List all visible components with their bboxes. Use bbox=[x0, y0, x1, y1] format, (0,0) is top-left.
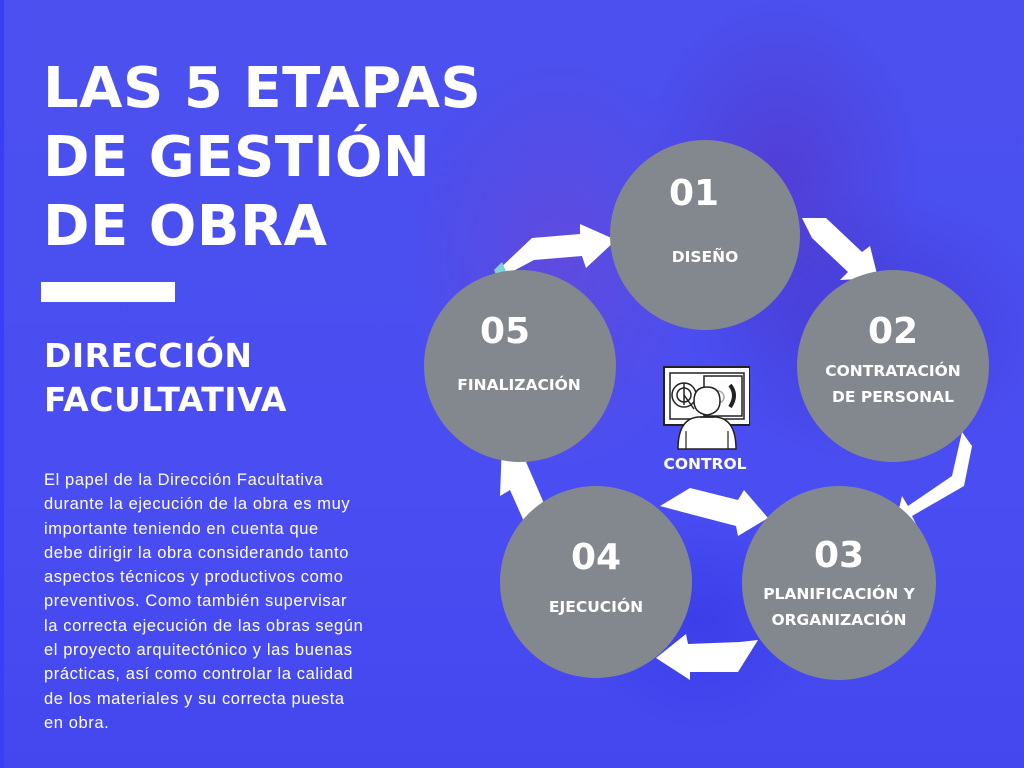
arrow-01-to-02-icon bbox=[802, 218, 878, 280]
stage-number: 03 bbox=[813, 535, 865, 576]
stage-05-circle: 05 FINALIZACIÓN bbox=[424, 270, 616, 462]
page-title: LAS 5 ETAPAS DE GESTIÓN DE OBRA bbox=[43, 54, 481, 261]
stage-number: 05 bbox=[479, 311, 531, 352]
section-subtitle: DIRECCIÓN FACULTATIVA bbox=[44, 334, 287, 422]
stage-number: 02 bbox=[867, 311, 919, 352]
description-paragraph: El papel de la Dirección Facultativa dur… bbox=[44, 471, 364, 732]
control-center: CONTROL bbox=[660, 365, 750, 473]
stage-number: 01 bbox=[668, 173, 720, 214]
title-line-2: DE GESTIÓN bbox=[43, 125, 431, 190]
stage-number: 04 bbox=[570, 537, 622, 578]
arrow-03-to-04-icon bbox=[656, 634, 758, 680]
stage-01-circle: 01 DISEÑO bbox=[610, 140, 800, 330]
title-divider bbox=[41, 282, 175, 302]
left-edge-accent bbox=[0, 0, 4, 768]
subtitle-line-1: DIRECCIÓN bbox=[44, 336, 253, 375]
stage-label: CONTRATACIÓN DE PERSONAL bbox=[825, 362, 961, 406]
stage-02-circle: 02 CONTRATACIÓN DE PERSONAL bbox=[797, 270, 989, 462]
arrow-control-to-03-icon bbox=[660, 488, 768, 536]
person-at-monitor-icon bbox=[663, 366, 750, 450]
stage-label: EJECUCIÓN bbox=[548, 598, 644, 616]
stage-03-circle: 03 PLANIFICACIÓN Y ORGANIZACIÓN bbox=[742, 486, 936, 680]
subtitle-line-2: FACULTATIVA bbox=[44, 380, 287, 419]
control-label: CONTROL bbox=[663, 455, 747, 473]
title-line-3: DE OBRA bbox=[43, 194, 328, 259]
stage-label: FINALIZACIÓN bbox=[457, 376, 581, 394]
title-line-1: LAS 5 ETAPAS bbox=[43, 56, 482, 121]
stage-04-circle: 04 EJECUCIÓN bbox=[500, 486, 692, 678]
arrow-04-to-05-icon bbox=[500, 442, 546, 526]
stage-label: PLANIFICACIÓN Y ORGANIZACIÓN bbox=[763, 585, 915, 629]
stage-label: DISEÑO bbox=[671, 248, 739, 266]
arrow-02-to-03-icon bbox=[894, 432, 972, 530]
